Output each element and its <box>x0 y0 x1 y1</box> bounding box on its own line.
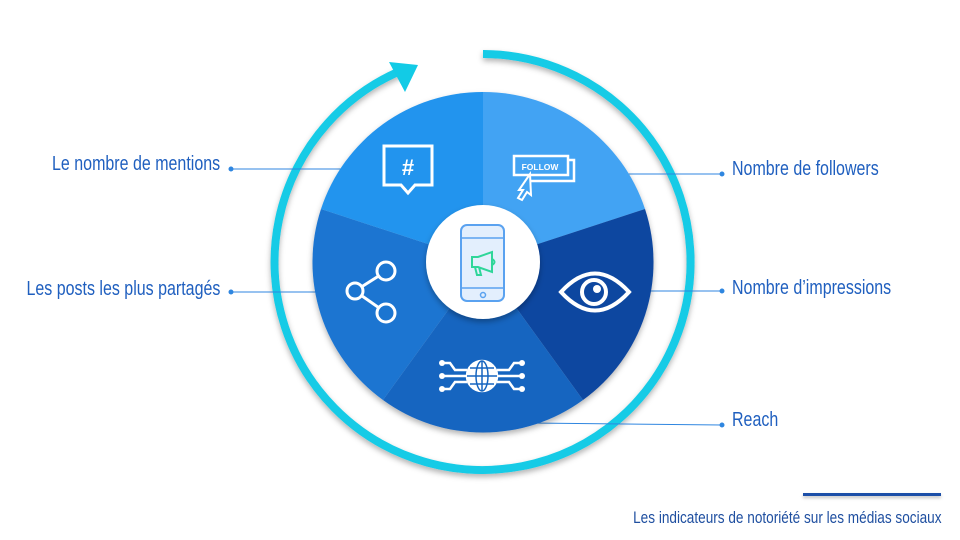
segment-followers[interactable] <box>483 91 645 262</box>
label-impressions: Nombre d’impressions <box>732 277 892 299</box>
share-icon <box>345 260 397 324</box>
connector-reach <box>529 422 723 426</box>
label-followers: Nombre de followers <box>732 158 879 180</box>
segment-reach[interactable] <box>383 262 583 433</box>
label-mentions: Le nombre de mentions <box>51 153 220 175</box>
label-posts: Les posts les plus partagés <box>26 278 220 300</box>
slide-footer-title: Les indicateurs de notoriété sur les méd… <box>633 508 942 527</box>
cycle-ring <box>270 50 695 474</box>
globe-network-icon <box>439 359 525 393</box>
smartphone-megaphone-icon <box>460 224 505 302</box>
label-reach: Reach <box>732 409 779 431</box>
follow-button-icon: FOLLOW <box>512 154 576 202</box>
svg-text:FOLLOW: FOLLOW <box>522 162 560 172</box>
cycle-arrowhead <box>389 62 418 92</box>
segment-mentions[interactable] <box>321 91 483 262</box>
svg-text:#: # <box>402 155 414 180</box>
footer-accent-bar <box>803 493 941 496</box>
eye-icon <box>558 271 632 313</box>
hashtag-icon: # <box>382 144 434 196</box>
